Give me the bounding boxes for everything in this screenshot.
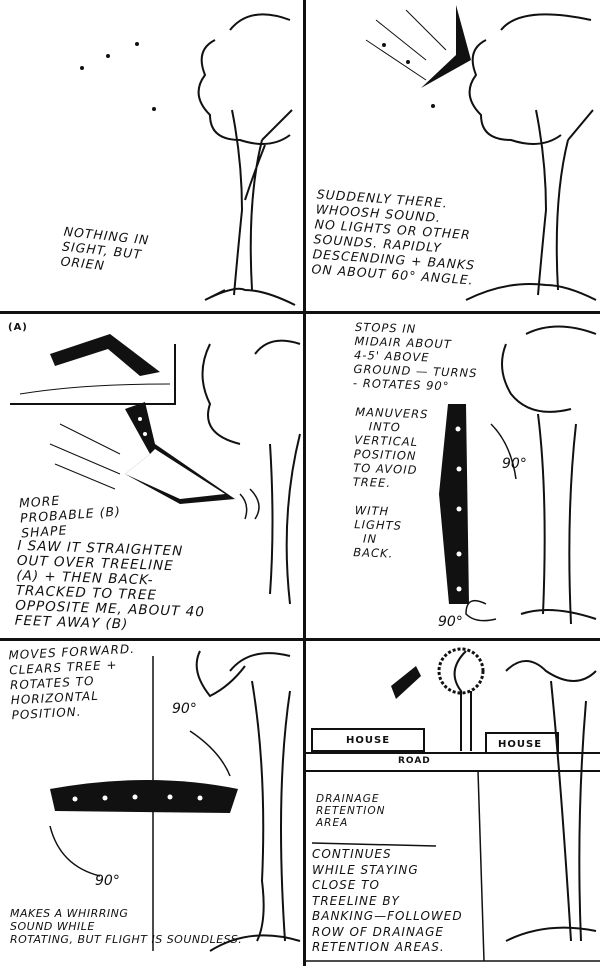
ufo-shape-horizontal [50,780,238,813]
panel-4: Stops in midair about 4-5' above ground … [306,314,600,638]
inset-ufo-shape [50,334,160,376]
road-lines [306,752,600,772]
angle-label: 90° [172,701,197,717]
dot-light [106,54,110,58]
angle-label: 90° [438,614,463,630]
object-path-drawing [10,334,301,605]
panel-1: Nothing in sight, but Orien [0,0,303,311]
panel-divider-row1 [0,311,600,314]
tree-top [437,647,485,695]
inset-frame [10,344,176,405]
panel-4-caption-mid: Manuvers into vertical position to avoid… [352,404,429,491]
ufo-shape [421,5,471,88]
dot-light [135,42,139,46]
dot-light [80,66,84,70]
drainage-area-label: Drainage retention area [316,793,386,829]
panel-6-caption: Continues while staying close to treelin… [312,847,463,954]
ufo-shape [391,666,421,699]
shape-label: More probable (B) shape [18,492,122,541]
panel-1-caption: Nothing in sight, but Orien [59,223,151,274]
inset-label-a: (A) [8,322,28,333]
panel-2: Suddenly there. Whoosh sound. No lights … [306,0,600,311]
panel-5-caption-bottom: Makes a whirring sound while rotating, b… [10,907,243,946]
house-left-outline [311,728,425,752]
panel-2-caption: Suddenly there. Whoosh sound. No lights … [311,186,476,288]
object-horizontal-drawing [49,650,301,952]
dot-light [152,107,156,111]
panel-divider-row2 [0,638,600,641]
panel-5-caption-top: Moves forward. Clears tree + rotates to … [8,641,136,723]
house-right-label: HOUSE [498,739,543,750]
panel-4-caption-bottom: With lights in back. [353,503,403,561]
ufo-shape-vertical [439,404,469,604]
panel-3-caption: I saw it straighten out over treeline (A… [14,537,206,633]
panel-4-caption-top: Stops in midair about 4-5' above ground … [352,319,478,394]
object-vertical-drawing [439,325,597,625]
angle-label: 90° [502,456,527,472]
house-left-label: HOUSE [346,735,391,746]
panel-divider-vertical [303,0,306,966]
scene-map-drawing [306,647,600,962]
road-label: ROAD [398,756,431,766]
panel-6: HOUSE HOUSE ROAD Drainage retention area… [306,641,600,966]
panel-5: Moves forward. Clears tree + rotates to … [0,641,303,966]
object-descending-drawing [365,5,597,301]
tree-drawing [80,13,296,306]
panel-3: (A) More probable (B) shape I saw it str… [0,314,303,638]
angle-label: 90° [95,873,120,889]
